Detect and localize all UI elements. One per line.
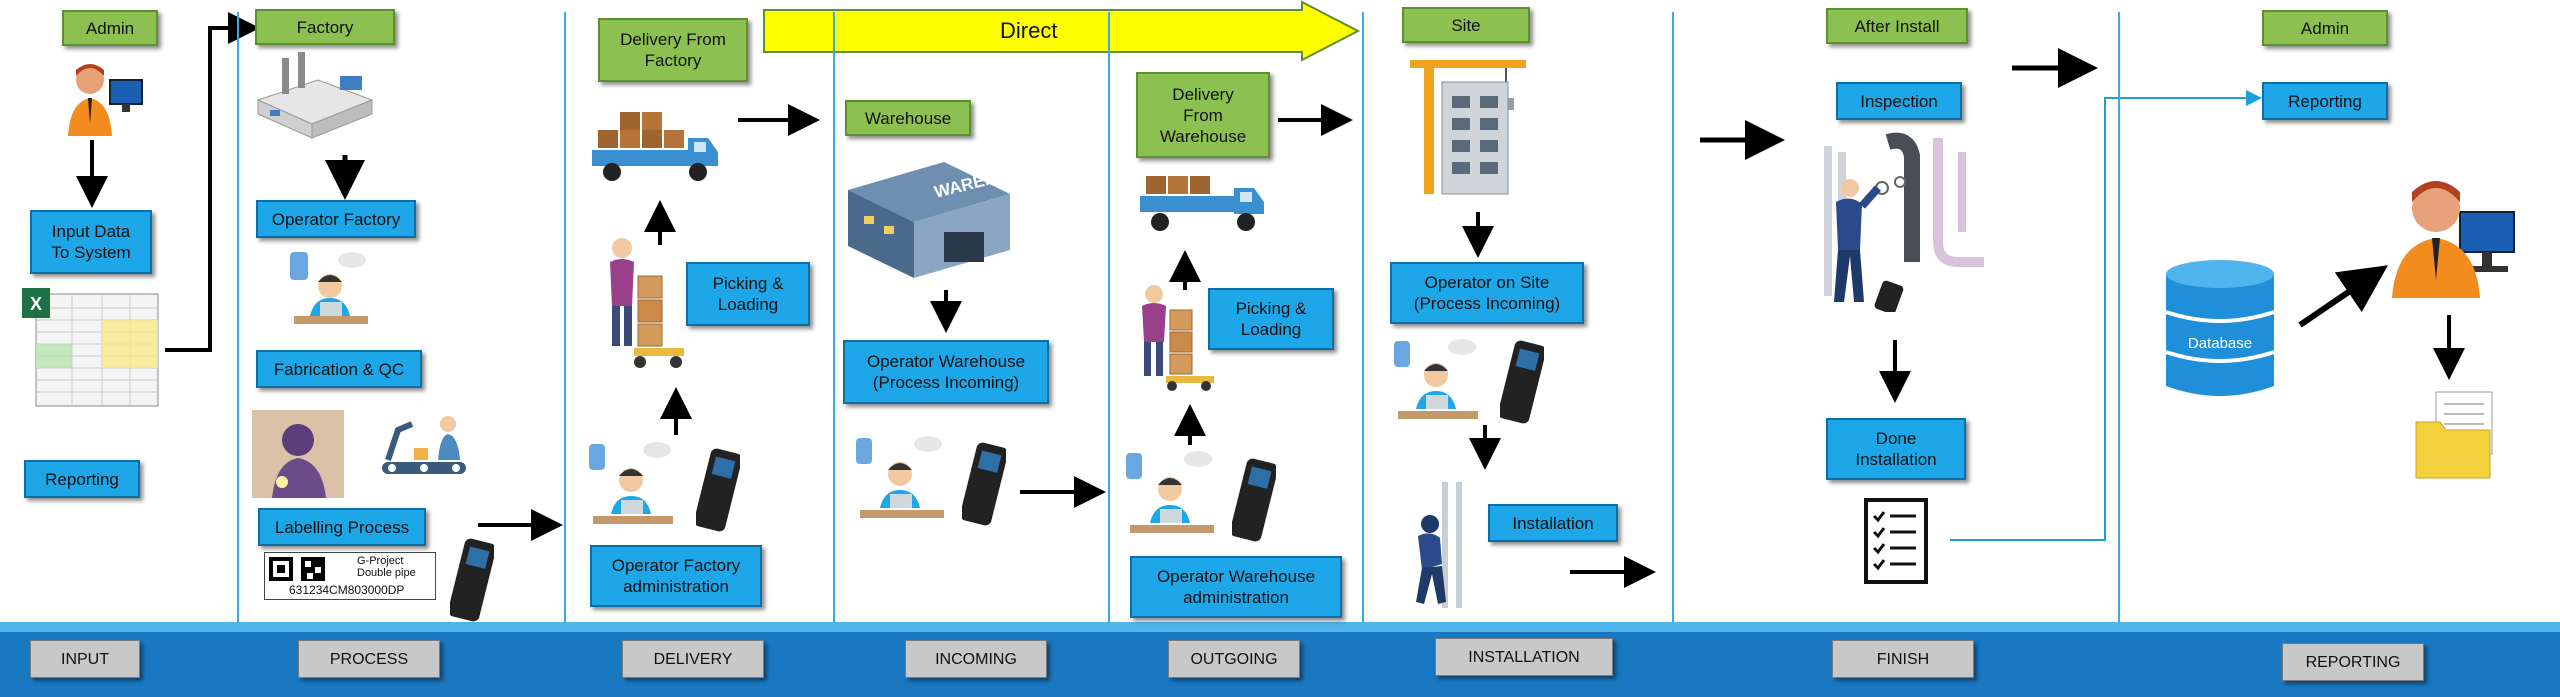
arrow-database-to-admin	[2298, 265, 2388, 328]
direct-arrow-banner	[763, 0, 1361, 62]
database-label: Database	[2188, 335, 2252, 352]
label-code-text: 631234CM803000DP	[289, 583, 405, 597]
stage-band-stripe	[0, 622, 2560, 632]
operator-on-site-box: Operator on Site (Process Incoming)	[1390, 262, 1584, 324]
warehouse-box: Warehouse	[845, 100, 971, 136]
stage-input: INPUT	[30, 640, 140, 678]
operator-factory-icon	[290, 252, 368, 324]
report-folder-icon	[2415, 391, 2493, 479]
admin-person-icon	[68, 64, 143, 136]
scanner-icon	[450, 538, 494, 622]
stage-process: PROCESS	[298, 640, 440, 678]
divider-2	[564, 12, 566, 622]
truck-icon-2	[1140, 176, 1264, 231]
operator-admin-icon-2	[1126, 451, 1214, 533]
stage-reporting: REPORTING	[2282, 643, 2424, 681]
assembly-line-icon	[382, 416, 466, 474]
delivery-from-factory-box: Delivery From Factory	[598, 18, 748, 82]
stage-installation: INSTALLATION	[1435, 638, 1613, 676]
welder-icon	[252, 410, 344, 498]
reporting-admin-box: Admin	[2262, 10, 2388, 46]
direct-label: Direct	[1000, 18, 1058, 43]
divider-3	[833, 12, 835, 622]
divider-1	[237, 12, 239, 622]
factory-icon	[256, 52, 374, 139]
picking-loading-box-1: Picking & Loading	[686, 262, 810, 326]
factory-box: Factory	[255, 9, 395, 45]
reporting-admin-person-icon	[2392, 181, 2515, 298]
fabrication-qc-box: Fabrication & QC	[256, 350, 422, 388]
input-data-box: Input Data To System	[30, 210, 152, 274]
picking-loading-box-2: Picking & Loading	[1208, 288, 1334, 350]
divider-6	[1672, 12, 1674, 622]
scanner-icon-3	[962, 442, 1006, 526]
excel-letter: X	[30, 294, 42, 314]
product-label: G-Project Double pipe 631234CM803000DP	[264, 552, 436, 600]
operator-warehouse-admin-box: Operator Warehouse administration	[1130, 556, 1342, 618]
done-installation-box: Done Installation	[1826, 418, 1966, 480]
divider-4	[1108, 12, 1110, 622]
operator-factory-box: Operator Factory	[256, 200, 416, 238]
after-install-box: After Install	[1826, 8, 1968, 44]
construction-site-icon	[1410, 60, 1526, 195]
scanner-icon-4	[1232, 458, 1276, 542]
delivery-from-warehouse-box: Delivery From Warehouse	[1136, 72, 1270, 158]
divider-5	[1362, 12, 1364, 622]
checklist-icon	[1864, 498, 1928, 584]
divider-7	[2118, 12, 2120, 622]
qr-code-icon	[269, 557, 325, 581]
input-reporting-box: Reporting	[24, 460, 140, 498]
operator-site-icon	[1394, 339, 1478, 419]
operator-admin-icon-1	[589, 442, 673, 524]
inspection-box: Inspection	[1836, 82, 1962, 120]
scanner-icon-5	[1500, 340, 1544, 424]
labelling-process-box: Labelling Process	[258, 508, 426, 546]
truck-icon	[592, 112, 718, 181]
stage-incoming: INCOMING	[905, 640, 1047, 678]
forklift-worker-icon	[610, 238, 684, 368]
reporting-box: Reporting	[2262, 82, 2388, 120]
arrow-excel-to-factory	[165, 12, 260, 352]
database-icon: Database	[2165, 260, 2275, 396]
admin-box: Admin	[62, 10, 158, 46]
scanner-icon-2	[696, 448, 740, 532]
stage-outgoing: OUTGOING	[1168, 640, 1300, 678]
site-box: Site	[1402, 7, 1530, 43]
forklift-worker-icon-2	[1142, 285, 1214, 391]
operator-factory-admin-box: Operator Factory administration	[590, 545, 762, 607]
label-pipe-text: Double pipe	[357, 567, 416, 579]
operator-warehouse-icon	[856, 436, 944, 518]
excel-sheet-icon: X	[22, 288, 159, 407]
warehouse-building-icon: WAREHOUSE	[848, 156, 1014, 278]
operator-warehouse-incoming-box: Operator Warehouse (Process Incoming)	[843, 340, 1049, 404]
installation-box: Installation	[1488, 504, 1618, 542]
label-project-text: G-Project	[357, 555, 404, 567]
inspection-pipes-icon	[1824, 132, 1984, 312]
installation-worker-icon	[1416, 482, 1462, 608]
line-checklist-to-reporting	[1950, 90, 2262, 541]
stage-finish: FINISH	[1832, 640, 1974, 678]
stage-delivery: DELIVERY	[622, 640, 764, 678]
